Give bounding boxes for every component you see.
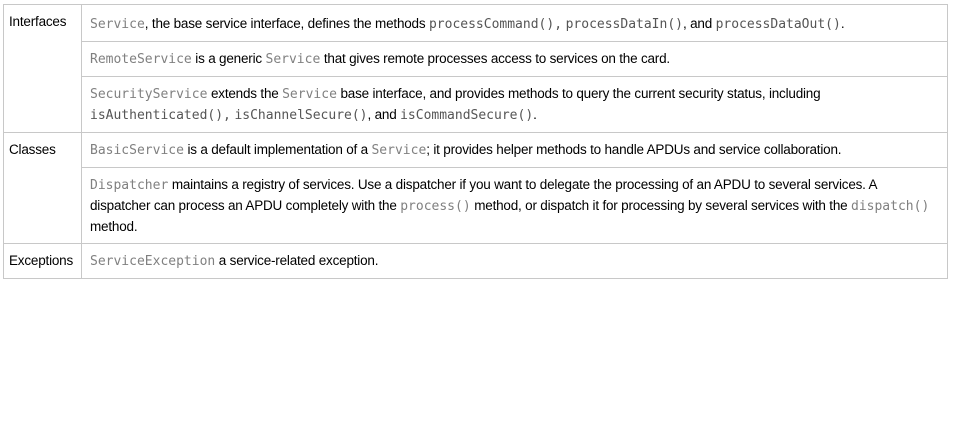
description-text: , and [683, 16, 716, 31]
code-identifier: Service [90, 17, 145, 32]
description-text: , the base service interface, defines th… [144, 16, 429, 31]
description-text: . [840, 16, 845, 31]
description-text: ; it provides helper methods to handle A… [426, 142, 842, 157]
code-identifier: RemoteService [90, 52, 192, 67]
description-text: method, or dispatch it for processing by… [470, 198, 851, 213]
description-cell: BasicService is a default implementation… [81, 132, 948, 168]
code-identifier: isAuthenticated(), [90, 108, 231, 123]
code-identifier: isCommandSecure() [400, 108, 534, 123]
code-identifier: SecurityService [90, 87, 208, 102]
code-identifier: Service [371, 143, 427, 158]
description-text: is a generic [191, 51, 266, 66]
description-text: that gives remote processes access to se… [320, 51, 670, 66]
description-text: base interface, and provides methods to … [336, 86, 821, 101]
description-cell: ServiceException a service-related excep… [81, 243, 948, 279]
description-text: method. [90, 219, 138, 234]
table-row: Dispatcher maintains a registry of servi… [4, 167, 948, 244]
table-row: RemoteService is a generic Service that … [4, 41, 948, 77]
code-identifier: processDataIn() [565, 17, 683, 32]
code-identifier: Dispatcher [90, 178, 169, 193]
description-cell: RemoteService is a generic Service that … [81, 41, 948, 77]
description-text: is a default implementation of a [183, 142, 372, 157]
description-cell: SecurityService extends the Service base… [81, 76, 948, 133]
code-identifier: dispatch() [851, 199, 930, 214]
code-identifier: process() [400, 199, 471, 214]
description-cell: Service, the base service interface, def… [81, 4, 948, 42]
code-identifier: ServiceException [90, 254, 216, 269]
category-label: Exceptions [3, 243, 82, 279]
code-identifier: processCommand(), [428, 17, 563, 32]
code-identifier: Service [265, 52, 321, 67]
code-identifier: Service [282, 87, 337, 102]
description-text: . [533, 107, 537, 122]
description-text: maintains a registry of services. Use a … [90, 177, 877, 213]
description-text: extends the [207, 86, 283, 101]
code-identifier: BasicService [90, 143, 184, 158]
description-text: , and [367, 107, 401, 122]
description-text: a service-related exception. [215, 253, 379, 268]
code-identifier: isChannelSecure() [234, 108, 368, 123]
description-cell: Dispatcher maintains a registry of servi… [81, 167, 948, 244]
code-identifier: processDataOut() [715, 17, 841, 32]
category-label: Interfaces [3, 4, 82, 133]
category-label: Classes [3, 132, 82, 244]
table-row: SecurityService extends the Service base… [4, 76, 948, 133]
